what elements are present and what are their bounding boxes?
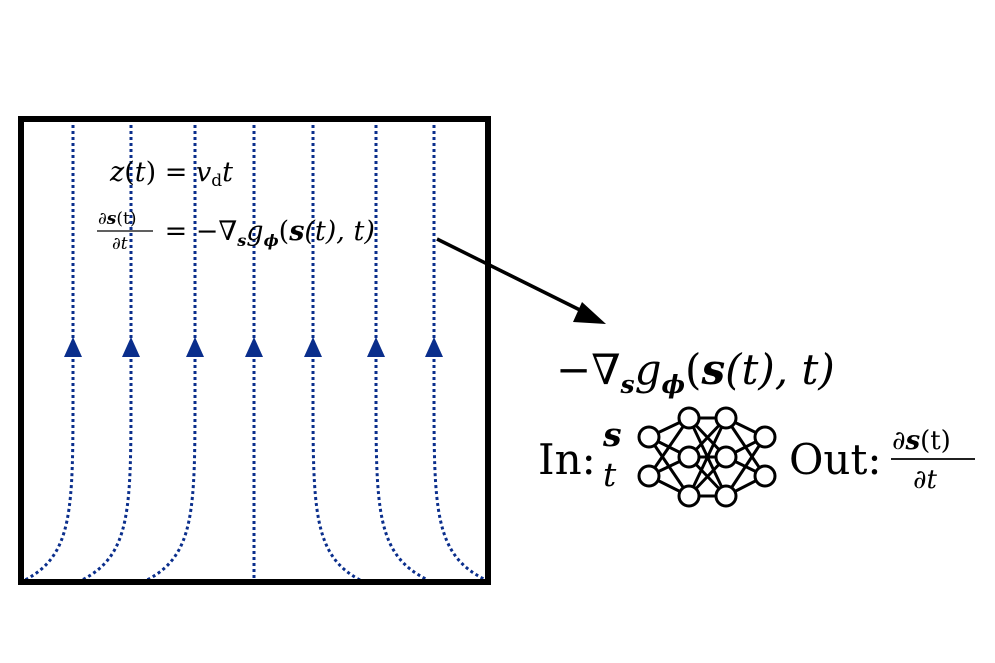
eq-z-open: ( <box>124 157 135 188</box>
net-title-grad: −∇ <box>556 345 621 394</box>
field-line-arrow <box>425 337 443 357</box>
eq-z-close: ) <box>146 157 157 188</box>
eq-ds-rhs-g: g <box>246 216 263 247</box>
eq-ds-num-s: s <box>106 209 117 229</box>
nn-node <box>677 406 701 430</box>
field-line-arrow <box>122 337 140 357</box>
eq-ds-num-partial: ∂ <box>98 209 107 229</box>
eq-ds-denominator: ∂t <box>112 234 128 254</box>
eq-ds-rhs-sub-s: s <box>236 231 246 250</box>
equation-z: z(t) = vdt <box>109 157 233 191</box>
nn-connection <box>687 417 728 497</box>
nn-node <box>714 445 738 469</box>
eq-z-t2: t <box>222 157 233 188</box>
nn-node <box>714 406 738 430</box>
nn-node <box>677 445 701 469</box>
pointer-arrow-head <box>573 302 606 324</box>
eq-ds-rhs-s: s <box>288 216 304 247</box>
eq-ds-numerator: ∂s(t) <box>98 209 136 229</box>
eq-z-symbol: z <box>109 157 125 188</box>
eq-ds-num-t: (t) <box>116 209 136 229</box>
nn-node <box>753 464 777 488</box>
network-title: −∇sgϕ(s(t), t) <box>556 345 835 399</box>
net-title-g: g <box>635 345 662 394</box>
neural-network-icon <box>637 406 777 508</box>
flow-domain-box <box>18 116 491 585</box>
field-line-arrow <box>367 337 385 357</box>
eq-z-t: t <box>135 157 146 188</box>
network-output-label: Out: <box>789 435 882 484</box>
net-title-rest: (t), t) <box>725 345 835 394</box>
net-title-phi: ϕ <box>662 370 686 399</box>
eq-ds-den-partial: ∂ <box>112 234 121 254</box>
pointer-arrow-shaft <box>436 237 589 316</box>
network-output-numerator: ∂s(t) <box>892 426 951 456</box>
field-line-arrow <box>64 337 82 357</box>
out-num-partial: ∂ <box>892 426 905 456</box>
field-line <box>432 119 487 582</box>
net-title-s: s <box>700 345 725 394</box>
nn-connection <box>647 417 691 477</box>
eq-ds-den-t: t <box>121 234 128 254</box>
field-line-arrow <box>304 337 322 357</box>
net-title-open: ( <box>685 345 701 394</box>
network-output-denominator: ∂t <box>913 465 937 495</box>
eq-z-equals: = <box>156 157 196 188</box>
nn-node <box>637 464 661 488</box>
network-input-label: In: <box>538 435 596 484</box>
network-input-s: s <box>602 415 622 454</box>
eq-ds-rhs: = −∇sgϕ(s(t), t) <box>156 216 375 250</box>
field-line <box>311 119 361 582</box>
net-title-sub-s: s <box>620 370 635 399</box>
eq-z-sub: d <box>211 171 222 191</box>
eq-ds-rhs-grad: = −∇ <box>156 216 237 247</box>
field-line <box>374 119 429 582</box>
field-line-arrow <box>245 337 263 357</box>
field-line <box>24 119 75 582</box>
nn-connection <box>724 436 767 497</box>
field-line <box>146 119 197 582</box>
eq-ds-rhs-phi: ϕ <box>264 231 279 250</box>
field-line-arrow <box>186 337 204 357</box>
eq-ds-rhs-rest: (t), t) <box>304 216 374 247</box>
eq-z-v: v <box>196 157 211 188</box>
nn-node <box>677 484 701 508</box>
network-input-t: t <box>603 455 617 494</box>
nn-node <box>753 425 777 449</box>
equation-ds: ∂s(t) ∂t = −∇sgϕ(s(t), t) <box>97 209 375 254</box>
out-num-t: (t) <box>920 426 951 456</box>
eq-ds-rhs-open: ( <box>279 216 290 247</box>
field-arrows <box>64 337 443 357</box>
out-num-s: s <box>904 426 920 456</box>
nn-node <box>714 484 738 508</box>
nn-node <box>637 425 661 449</box>
field-line <box>81 119 133 582</box>
